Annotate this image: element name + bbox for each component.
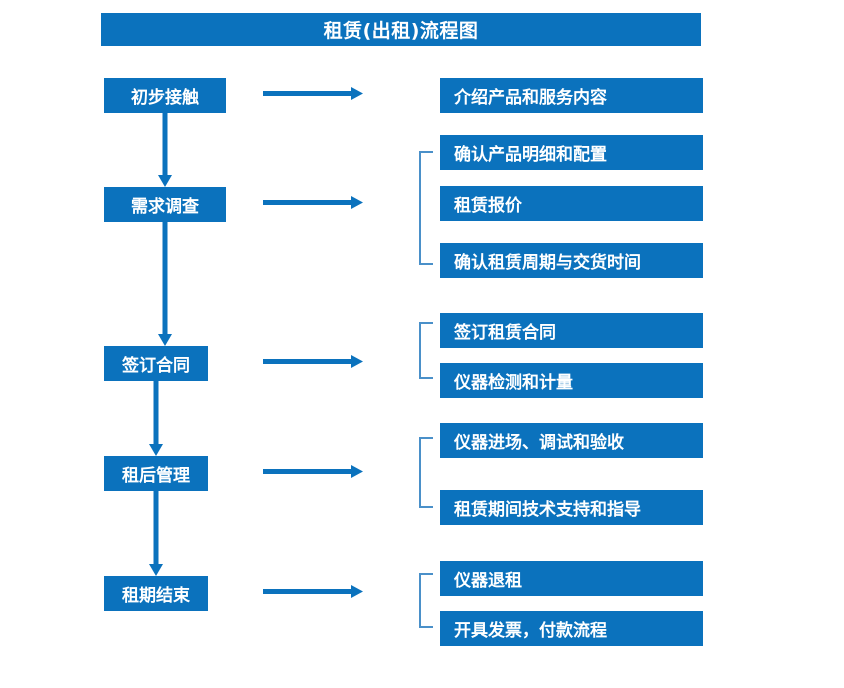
arrow-to-end-icon	[263, 585, 363, 599]
stage-box-3: 签订合同	[104, 346, 208, 381]
detail-box-10: 开具发票，付款流程	[440, 611, 703, 646]
detail-box-5: 签订租赁合同	[440, 313, 703, 348]
stage-box-4: 租后管理	[104, 456, 208, 491]
arrow-to-intro-icon	[263, 87, 363, 101]
arrow-to-contract-icon	[263, 355, 363, 369]
bracket-contract	[419, 322, 433, 379]
arrow-contract-to-after-icon	[149, 381, 163, 456]
stage-box-1: 初步接触	[104, 78, 226, 113]
bracket-aftercare	[419, 437, 433, 508]
detail-box-6: 仪器检测和计量	[440, 363, 703, 398]
stage-box-5: 租期结束	[104, 576, 208, 611]
detail-box-1: 介绍产品和服务内容	[440, 78, 703, 113]
arrow-after-to-end-icon	[149, 491, 163, 576]
bracket-requirements	[419, 151, 433, 265]
bracket-end	[419, 573, 433, 628]
detail-box-3: 租赁报价	[440, 186, 703, 221]
arrow-to-requirements-icon	[263, 196, 363, 210]
arrow-survey-to-contract-icon	[158, 222, 172, 346]
detail-box-7: 仪器进场、调试和验收	[440, 423, 703, 458]
detail-box-4: 确认租赁周期与交货时间	[440, 243, 703, 278]
arrow-to-aftercare-icon	[263, 465, 363, 479]
detail-box-2: 确认产品明细和配置	[440, 135, 703, 170]
detail-box-9: 仪器退租	[440, 561, 703, 596]
stage-box-2: 需求调查	[104, 187, 226, 222]
page-title: 租赁(出租)流程图	[101, 13, 701, 46]
detail-box-8: 租赁期间技术支持和指导	[440, 490, 703, 525]
arrow-contact-to-survey-icon	[158, 113, 172, 187]
